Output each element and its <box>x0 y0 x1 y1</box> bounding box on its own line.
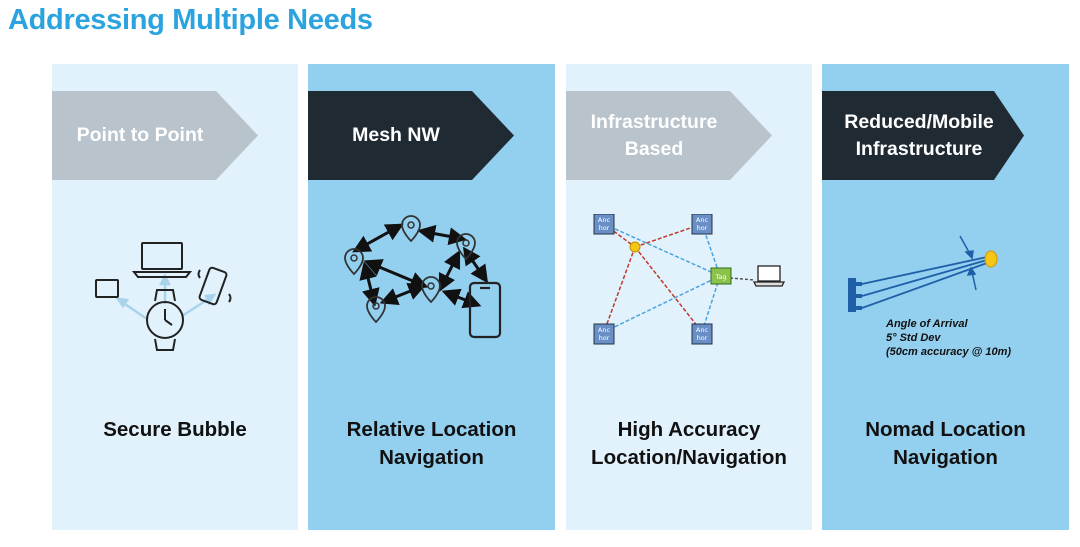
anchor-label: hor <box>697 334 708 342</box>
laptop-icon <box>131 242 193 278</box>
mesh-network-illustration <box>344 215 502 339</box>
tag-node <box>710 267 732 285</box>
banner-point-to-point: Point to Point <box>52 91 258 180</box>
ranging-links <box>603 223 756 333</box>
panel-reduced-mobile: Reduced/Mobile Infrastructure Angle of A… <box>822 64 1069 530</box>
smartphone-icon <box>468 281 502 339</box>
anchor-nodes: Anc hor Anc hor Anc hor Anc hor <box>593 214 713 345</box>
anchor-label: hor <box>599 224 610 232</box>
mesh-links <box>352 223 489 309</box>
label-line: Relative Location <box>346 418 517 441</box>
label-relative-location: Relative Location Navigation <box>308 416 555 472</box>
banner-line: Reduced/Mobile <box>844 110 994 133</box>
label-nomad-location: Nomad Location Navigation <box>822 416 1069 472</box>
target-node <box>984 250 998 268</box>
signal-arrows <box>115 273 217 321</box>
secure-bubble-illustration <box>95 242 232 351</box>
label-line: Secure Bubble <box>103 418 247 441</box>
label-line: Navigation <box>893 446 998 469</box>
label-secure-bubble: Secure Bubble <box>52 416 298 444</box>
aoa-line: Angle of Arrival <box>886 318 968 330</box>
anchor-label: Anc <box>696 326 709 334</box>
banner-line: Mesh NW <box>352 124 440 146</box>
angle-of-arrival-note: Angle of Arrival 5° Std Dev (50cm accura… <box>886 317 1011 359</box>
label-high-accuracy: High Accuracy Location/Navigation <box>566 416 812 472</box>
banner-mesh-nw: Mesh NW <box>308 91 514 180</box>
angle-arrows <box>959 235 977 291</box>
anchor-label: hor <box>697 224 708 232</box>
banner-line: Infrastructure <box>855 137 983 160</box>
watch-icon <box>146 289 184 351</box>
location-pin-icon <box>344 248 364 275</box>
location-pin-icon <box>421 276 441 303</box>
location-pin-icon <box>401 215 421 242</box>
tag-label: Tag <box>714 273 726 281</box>
location-pin-icon <box>366 296 386 323</box>
phone-icon <box>197 266 232 306</box>
panel-mesh-nw: Mesh NW <box>308 64 555 530</box>
banner-line: Infrastructure <box>590 110 718 133</box>
anchor-label: Anc <box>696 216 709 224</box>
banner-line: Point to Point <box>76 124 204 146</box>
laptop-icon <box>752 265 786 287</box>
signal-rays <box>861 256 988 309</box>
aoa-line: 5° Std Dev <box>886 332 941 344</box>
banner-infrastructure-based: Infrastructure Based <box>566 91 772 180</box>
label-line: Nomad Location <box>865 418 1026 441</box>
tablet-icon <box>95 279 119 298</box>
banner-line: Based <box>624 137 684 160</box>
anchor-label: Anc <box>598 326 611 334</box>
anchor-label: hor <box>599 334 610 342</box>
sun-icon <box>629 241 641 253</box>
location-pin-icon <box>456 233 476 260</box>
label-line: Navigation <box>379 446 484 469</box>
infrastructure-illustration: Anc hor Anc hor Anc hor Anc hor Tag <box>593 214 786 345</box>
panel-point-to-point: Point to Point Sec <box>52 64 298 530</box>
anchor-label: Anc <box>598 216 611 224</box>
banner-reduced-mobile: Reduced/Mobile Infrastructure <box>822 91 1024 180</box>
page-title: Addressing Multiple Needs <box>8 4 373 36</box>
label-line: High Accuracy <box>617 418 761 441</box>
panel-infrastructure-based: Infrastructure Based Anc hor Anc hor Anc… <box>566 64 812 530</box>
angle-of-arrival-illustration <box>848 235 998 312</box>
aoa-line: (50cm accuracy @ 10m) <box>886 346 1012 358</box>
antenna-array-icon <box>848 278 862 312</box>
label-line: Location/Navigation <box>591 446 787 469</box>
